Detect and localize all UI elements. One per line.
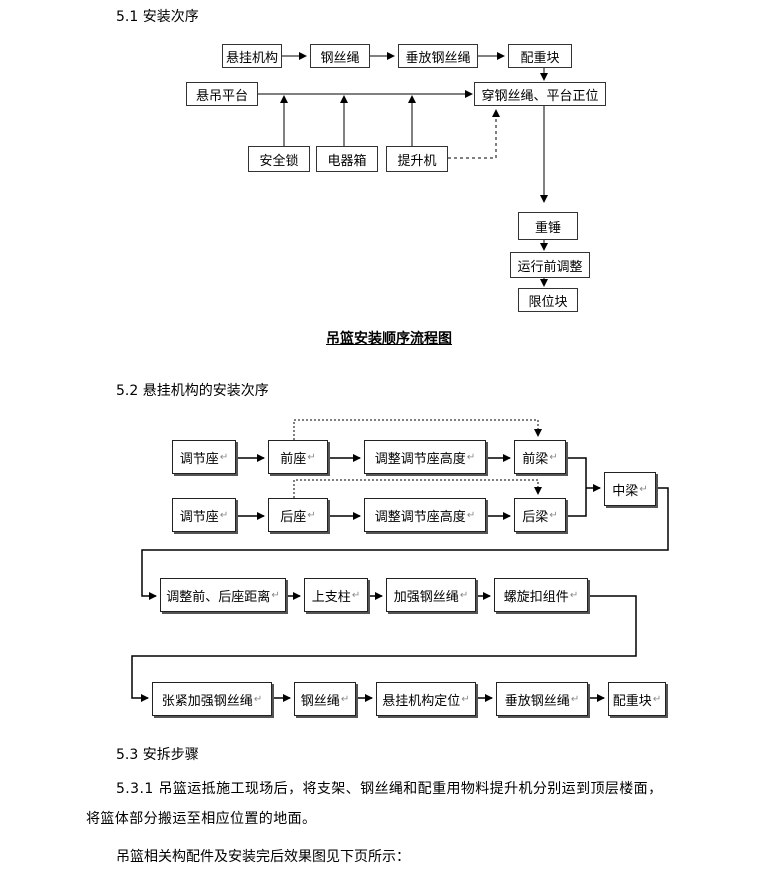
box-counterweight-2: 配重块↵ — [608, 682, 666, 716]
box-pre-run-adjust: 运行前调整 — [510, 252, 590, 278]
box-adjust-seat-1: 调节座↵ — [172, 440, 236, 474]
box-heavy-hammer: 重锤 — [518, 212, 578, 240]
box-wire-rope: 钢丝绳 — [310, 44, 370, 68]
box-adjust-height-1: 调整调节座高度↵ — [364, 440, 486, 474]
box-counterweight: 配重块 — [508, 44, 572, 68]
box-front-beam: 前梁↵ — [514, 440, 566, 474]
box-suspension-mechanism: 悬挂机构 — [222, 44, 282, 68]
box-rear-beam: 后梁↵ — [514, 498, 566, 532]
box-vertical-wire-rope: 垂放钢丝绳 — [398, 44, 478, 68]
paragraph-5-3-1-line1: 5.3.1 吊篮运抵施工现场后，将支架、钢丝绳和配重用物料提升机分别运到顶层楼面… — [116, 781, 663, 797]
box-limit-block: 限位块 — [518, 288, 578, 312]
box-middle-beam: 中梁↵ — [604, 472, 656, 506]
box-suspended-platform: 悬吊平台 — [186, 82, 258, 106]
box-vertical-rope-2: 垂放钢丝绳↵ — [496, 682, 588, 716]
box-front-seat: 前座↵ — [268, 440, 328, 474]
box-tension-rope: 张紧加强钢丝绳↵ — [152, 682, 272, 716]
box-adjust-seat-2: 调节座↵ — [172, 498, 236, 532]
box-rear-seat: 后座↵ — [268, 498, 328, 532]
box-upper-pillar: 上支柱↵ — [304, 578, 368, 612]
section-5-3-heading: 5.3 安拆步骤 — [116, 747, 199, 763]
paragraph-5-3-1-line2: 将篮体部分搬运至相应位置的地面。 — [86, 811, 317, 827]
box-adjust-height-2: 调整调节座高度↵ — [364, 498, 486, 532]
section-5-2-heading: 5.2 悬挂机构的安装次序 — [116, 383, 269, 399]
box-thread-rope-position: 穿钢丝绳、平台正位 — [474, 82, 606, 106]
box-electric-box: 电器箱 — [316, 146, 378, 172]
section-5-1-heading: 5.1 安装次序 — [116, 9, 199, 25]
paragraph-figure-note: 吊篮相关构配件及安装完后效果图见下页所示： — [116, 849, 410, 865]
box-adjust-distance: 调整前、后座距离↵ — [160, 578, 286, 612]
box-reinforce-rope: 加强钢丝绳↵ — [386, 578, 476, 612]
box-hoist: 提升机 — [386, 146, 448, 172]
box-mechanism-position: 悬挂机构定位↵ — [376, 682, 476, 716]
box-safety-lock: 安全锁 — [248, 146, 310, 172]
box-wire-rope-2: 钢丝绳↵ — [294, 682, 356, 716]
flowchart-caption: 吊篮安装顺序流程图 — [326, 331, 452, 347]
box-turnbuckle: 螺旋扣组件↵ — [494, 578, 588, 612]
